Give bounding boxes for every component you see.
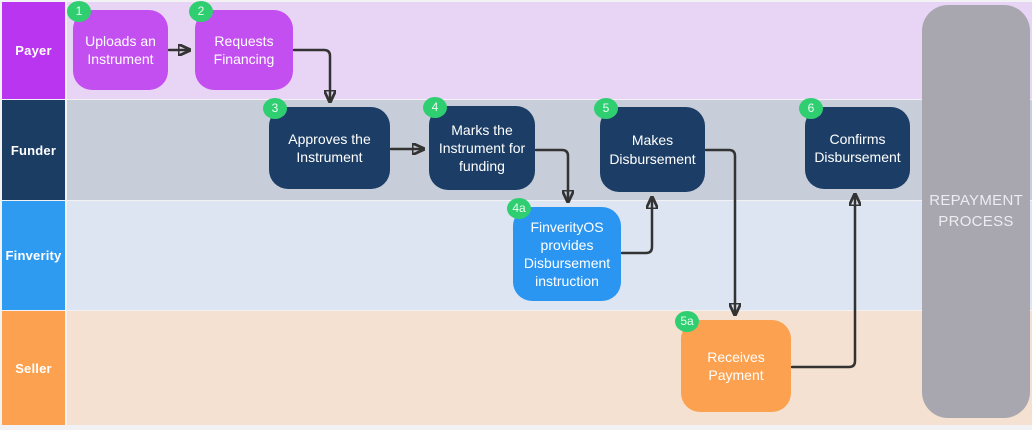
step-approves-instrument: 3 Approves the Instrument [263,98,390,189]
step-makes-disbursement: 5 Makes Disbursement [594,98,705,192]
step-number-badge: 2 [189,1,213,22]
step-label: FinverityOS provides Disbursement instru… [523,218,611,290]
step-number-badge: 4 [423,97,447,118]
step-number-badge: 4a [507,198,531,219]
lane-label-funder: Funder [2,100,65,200]
step-label: Marks the Instrument for funding [438,121,526,175]
step-uploads-instrument: 1 Uploads an Instrument [67,1,168,90]
step-number-badge: 3 [263,98,287,119]
lane-label-seller: Seller [2,311,65,425]
step-number-badge: 6 [799,98,823,119]
lane-label-finverity: Finverity [2,201,65,310]
step-label: Approves the Instrument [288,130,371,165]
step-requests-financing: 2 Requests Financing [189,1,293,90]
step-label: Uploads an Instrument [85,32,156,67]
step-number-badge: 1 [67,1,91,22]
step-number-badge: 5 [594,98,618,119]
lane-label-payer: Payer [2,2,65,99]
repayment-process-node: REPAYMENT PROCESS [922,5,1030,418]
step-receives-payment: 5a Receives Payment [675,311,791,412]
step-label: Requests Financing [213,32,275,67]
step-finverityos-disbursement-instruction: 4a FinverityOS provides Disbursement ins… [507,198,621,301]
step-confirms-disbursement: 6 Confirms Disbursement [799,98,910,189]
step-label: Confirms Disbursement [814,130,901,165]
step-label: Makes Disbursement [609,132,696,167]
step-number-badge: 5a [675,311,699,332]
lane-band-seller [67,311,1032,425]
repayment-process-label: REPAYMENT PROCESS [929,192,1024,230]
step-label: Receives Payment [707,348,765,383]
step-marks-instrument-for-funding: 4 Marks the Instrument for funding [423,97,535,190]
